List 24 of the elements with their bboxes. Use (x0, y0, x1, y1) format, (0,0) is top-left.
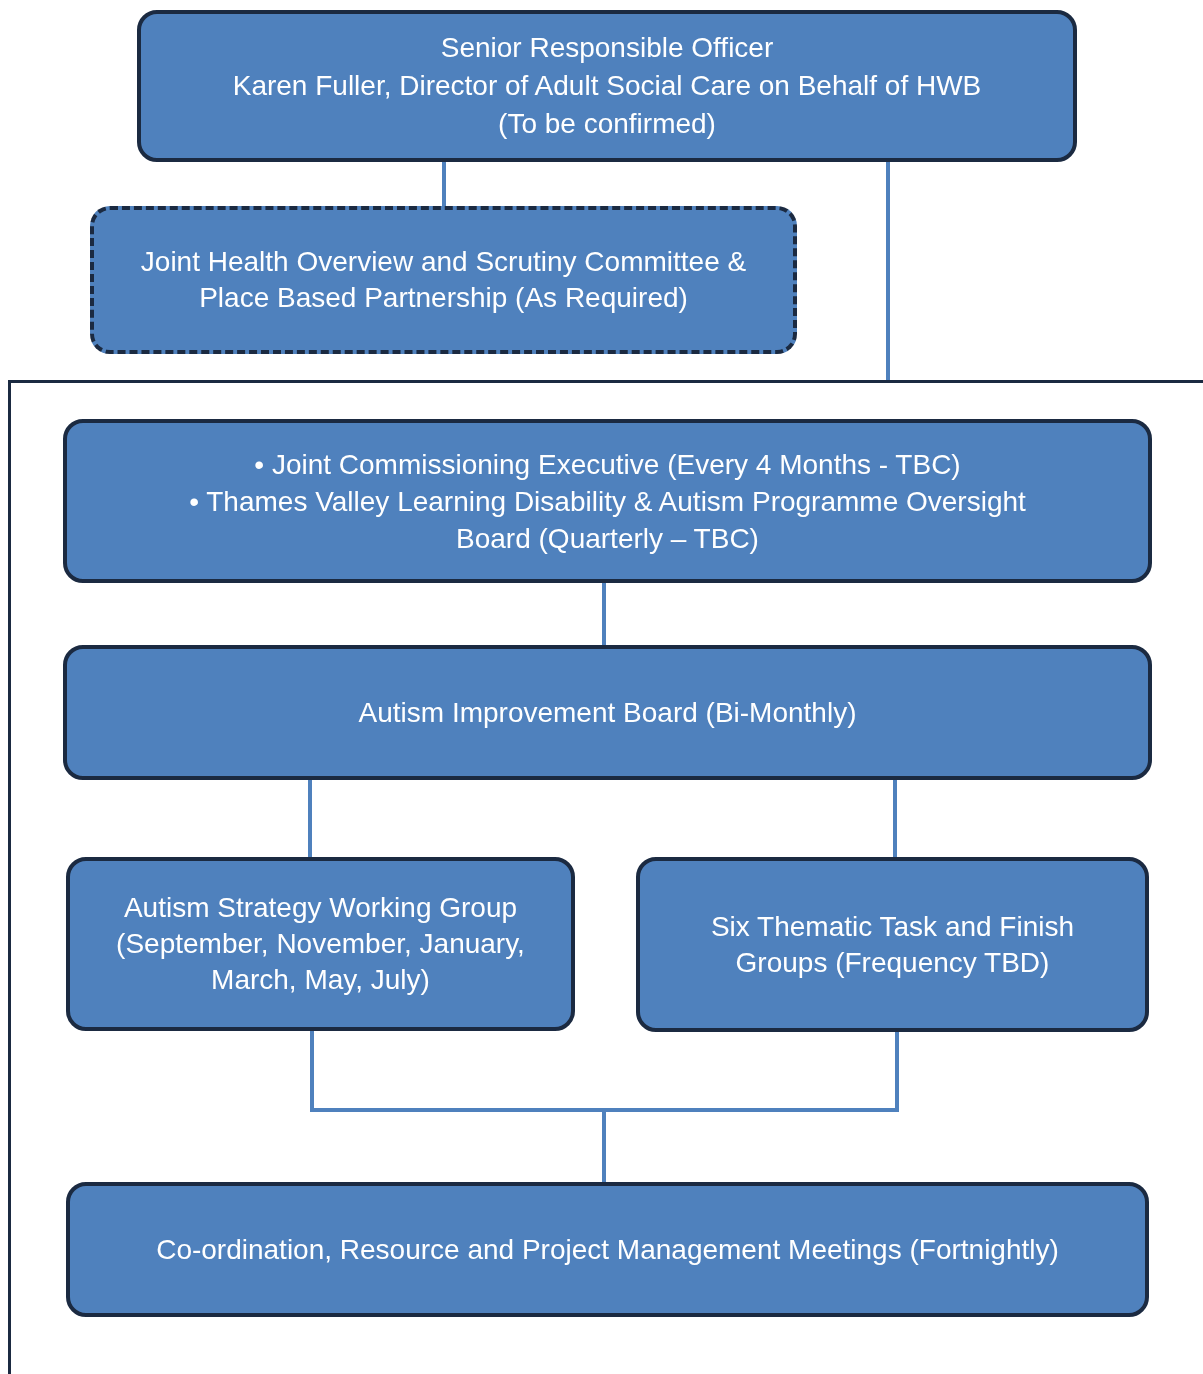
box-label: Six Thematic Task and Finish Groups (Frequency TBD) (709, 909, 1076, 980)
frame-border (8, 380, 1203, 1374)
box-label: Senior Responsible Officer (440, 31, 774, 65)
process-box (636, 857, 1149, 1032)
connector-line (442, 162, 446, 206)
box-label: Autism Improvement Board (Bi-Monthly) (358, 695, 857, 730)
connector-line (602, 583, 606, 645)
box-label: Co-ordination, Resource and Project Management Meetings (Fortnightly) (156, 1232, 1059, 1267)
box-label: Autism Strategy Working Group (September, November, January, March, May, July) (115, 891, 526, 997)
bullet-item: • Joint Commissioning Executive (Every 4 Months - TBC) (253, 447, 962, 482)
box-label: Karen Fuller, Director of Adult Social Care on Behalf of HWB (232, 69, 982, 103)
connector-line (893, 780, 897, 857)
dashed-box (90, 206, 797, 354)
process-box (66, 1182, 1149, 1317)
box-label: (To be confirmed) (498, 107, 716, 141)
box-label: Joint Health Overview and Scrutiny Committee & Place Based Partnership (As Required) (139, 245, 748, 315)
bullet-item: • Thames Valley Learning Disability & Autism Programme Oversight Board (Quarterly – TBC) (188, 484, 1027, 556)
connector-line (602, 1032, 899, 1182)
connector-line (886, 162, 890, 380)
process-box (63, 419, 1152, 583)
connector-line (308, 780, 312, 857)
process-box (63, 645, 1152, 780)
process-box (66, 857, 575, 1031)
process-box (137, 10, 1077, 162)
